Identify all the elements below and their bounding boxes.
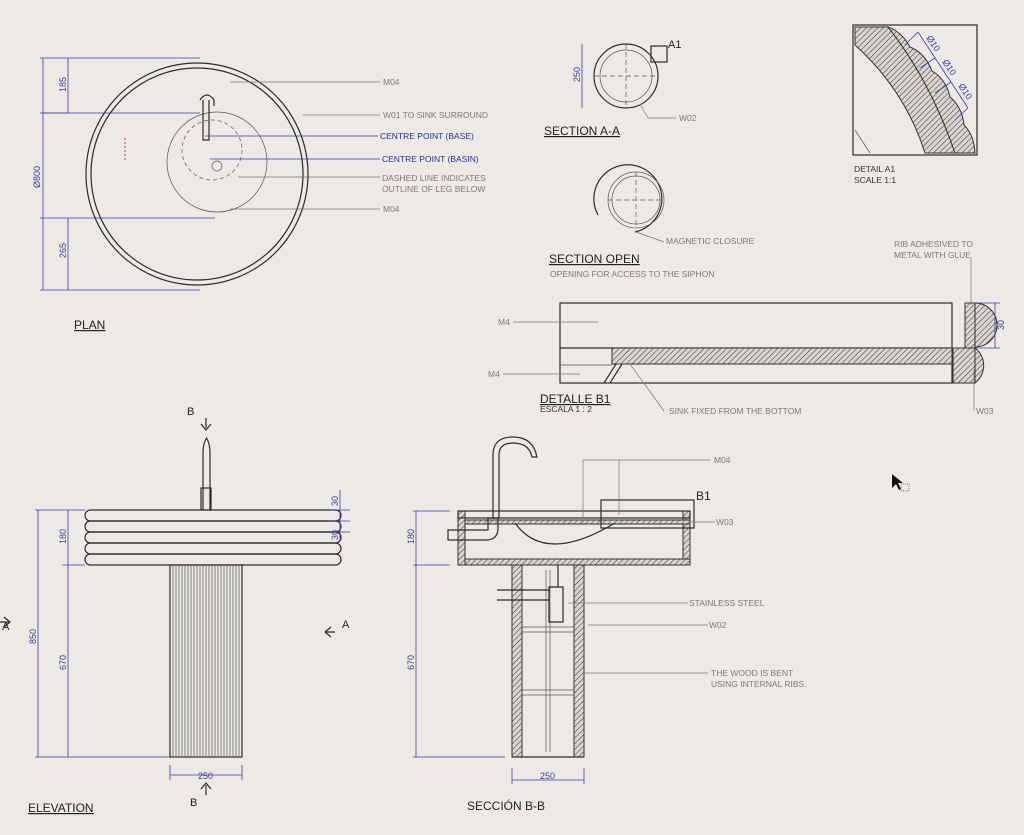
detail-a1-scale: SCALE 1:1 <box>854 175 896 185</box>
dim-b1-30: 30 <box>996 320 1006 330</box>
plan-outer-rim <box>85 62 309 286</box>
dim-bb-250: 250 <box>540 771 555 781</box>
plan-inner-rim <box>90 67 304 281</box>
dim-670: 670 <box>58 655 68 670</box>
note-m4-bottom: M4 <box>488 369 500 379</box>
note-w01: W01 TO SINK SURROUND <box>383 110 488 120</box>
section-open: MAGNETIC CLOSURE SECTION OPEN OPENING FO… <box>549 164 755 279</box>
section-arrow-a-left <box>0 616 11 628</box>
dim-a1-2: Ø10 <box>940 58 958 78</box>
detail-b1: 30 M4 M4 RIB ADHESIVED TO METAL WITH GLU… <box>488 239 1006 416</box>
section-bb-title: SECCIÓN B-B <box>467 798 545 813</box>
marker-b-bottom: B <box>190 797 197 809</box>
note-m04: M04 <box>383 77 400 87</box>
dim-a1-3: Ø10 <box>956 82 974 102</box>
detail-a1-title: DETAIL A1 <box>854 164 895 174</box>
note-bb-w02: W02 <box>709 620 727 630</box>
basin-outline <box>166 111 268 213</box>
dim-30-b: 30 <box>330 530 340 540</box>
note-dashed-1: DASHED LINE INDICATES <box>382 173 486 183</box>
note-stainless: STAINLESS STEEL <box>689 598 765 608</box>
marker-b-top: B <box>187 406 194 418</box>
section-aa: 250 A1 W02 SECTION A-A <box>544 39 697 138</box>
ref-a1: A1 <box>668 39 681 51</box>
note-m4-top: M4 <box>498 317 510 327</box>
detail-b1-title: DETALLE B1 <box>540 392 611 406</box>
plan-view: 185 Ø800 265 M04 W01 TO SINK SURROUND CE… <box>32 57 488 332</box>
dim-diameter: Ø800 <box>32 166 42 188</box>
faucet-plan <box>199 94 215 141</box>
section-aa-title: SECTION A-A <box>544 124 620 138</box>
leg-outline-dashed <box>181 119 243 181</box>
dim-180: 180 <box>58 529 68 544</box>
note-sink-fixed: SINK FIXED FROM THE BOTTOM <box>669 406 801 416</box>
pedestal-leg <box>169 564 243 758</box>
note-wood-1: THE WOOD IS BENT <box>711 668 793 678</box>
cursor-box-icon <box>900 483 910 492</box>
section-bb: 180 670 250 B1 M04 W03 STAINLESS STEEL W… <box>406 436 807 813</box>
dim-850: 850 <box>28 629 38 644</box>
note-rib-2: METAL WITH GLUE <box>894 250 971 260</box>
note-bb-w03: W03 <box>716 517 734 527</box>
note-m04-bottom: M04 <box>383 204 400 214</box>
detail-a1: Ø10 Ø10 Ø10 DETAIL A1 SCALE 1:1 <box>852 24 978 185</box>
dim-250: 250 <box>572 67 582 82</box>
plan-title: PLAN <box>74 318 105 332</box>
note-centre-base: CENTRE POINT (BASE) <box>380 131 474 141</box>
plan-dimensions <box>40 57 215 291</box>
drain-icon <box>211 160 223 172</box>
elevation-title: ELEVATION <box>28 801 94 815</box>
dim-30-a: 30 <box>330 496 340 506</box>
note-wood-2: USING INTERNAL RIBS. <box>711 679 807 689</box>
note-dashed-2: OUTLINE OF LEG BELOW <box>382 184 485 194</box>
section-open-title: SECTION OPEN <box>549 252 640 266</box>
marker-a-left: A <box>2 621 10 633</box>
note-rib-1: RIB ADHESIVED TO <box>894 239 973 249</box>
dim-bb-180: 180 <box>406 529 416 544</box>
elevation-view: 850 180 670 30 30 250 B B A A ELEVATION <box>0 406 350 815</box>
note-centre-basin: CENTRE POINT (BASIN) <box>382 154 479 164</box>
ref-b1: B1 <box>696 489 711 503</box>
section-arrow-a-right <box>324 626 335 638</box>
mouse-cursor-icon <box>892 474 903 490</box>
section-arrow-b-bottom <box>200 782 212 795</box>
note-w03: W03 <box>976 406 994 416</box>
detail-b1-scale: ESCALA 1 : 2 <box>540 404 592 414</box>
marker-a-right: A <box>342 619 350 631</box>
dim-bb-670: 670 <box>406 655 416 670</box>
dim-250-elev: 250 <box>198 771 213 781</box>
note-w02: W02 <box>679 113 697 123</box>
note-bb-m04: M04 <box>714 455 731 465</box>
dim-185: 185 <box>58 77 68 92</box>
section-open-subtitle: OPENING FOR ACCESS TO THE SIPHON <box>550 269 714 279</box>
note-magnetic: MAGNETIC CLOSURE <box>666 236 755 246</box>
section-arrow-b-top <box>200 418 212 431</box>
dim-a1-1: Ø10 <box>924 34 942 54</box>
plan-leaders <box>205 81 380 210</box>
dim-265: 265 <box>58 243 68 258</box>
